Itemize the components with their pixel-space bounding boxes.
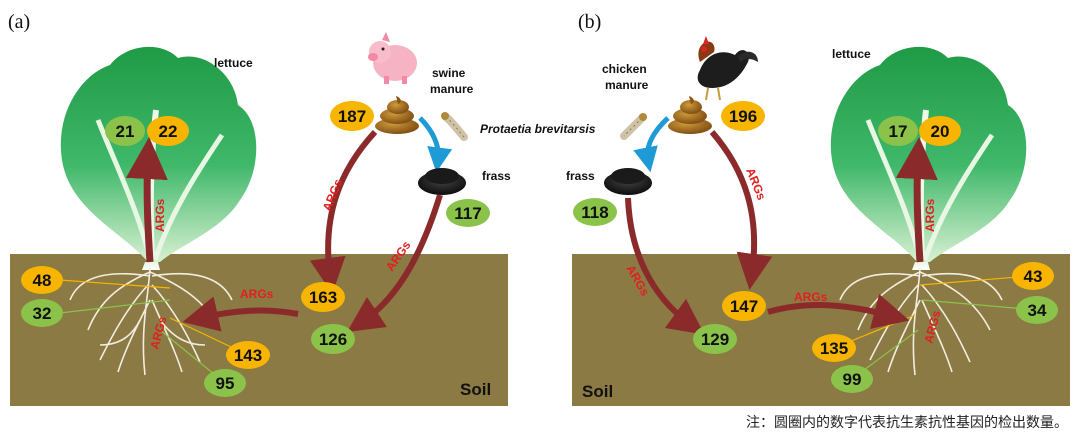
soil-block-a [10, 254, 508, 406]
root-right-orange-value-b: 43 [1024, 267, 1043, 286]
args-label-a2: ARGs [320, 177, 346, 213]
arrow-root-to-leaf-a [125, 137, 168, 263]
frass-value-b: 118 [581, 203, 608, 222]
soil-orange-count-b [722, 291, 766, 321]
panel-b-label: (b) [578, 11, 601, 33]
root-left-orange-value-a: 48 [33, 271, 52, 290]
root-right-orange-value-a: 143 [234, 346, 262, 365]
root-left-orange-count-a [21, 266, 63, 294]
plant-label-a: lettuce [214, 56, 253, 70]
arrow-soil-to-roots-a [182, 296, 299, 332]
manure-pile-icon [375, 96, 419, 134]
soil-green-count-b [693, 324, 737, 354]
root-right-green-count-a [204, 369, 246, 397]
root-right-green-value-b: 34 [1028, 301, 1047, 320]
args-label-a1: ARGs [153, 198, 167, 232]
manure-label-b-line1: chicken [602, 62, 647, 76]
soil-label-b: Soil [582, 382, 613, 401]
soil-label-a: Soil [460, 380, 491, 399]
args-label-b1: ARGs [923, 198, 937, 232]
soil-orange-value-a: 163 [309, 288, 337, 307]
rooster-icon [697, 36, 758, 101]
lettuce-icon [830, 46, 1027, 270]
manure-label-b-line2: manure [605, 78, 649, 92]
blue-arrow-b [633, 116, 670, 173]
soil-green-value-b: 129 [701, 330, 729, 349]
manure-count-b [721, 101, 765, 131]
blue-arrow-a [418, 116, 453, 173]
footnote: 注：圆圈内的数字代表抗生素抗性基因的检出数量。 [746, 415, 1068, 431]
plant-label-b: lettuce [832, 47, 871, 61]
soil-green-count-a [311, 324, 355, 354]
frass-pile-icon [604, 168, 652, 195]
larva-icon [441, 112, 468, 141]
leaf-orange-count-b [919, 116, 961, 146]
arrow-frass-to-soil-a [347, 194, 443, 332]
args-label-a4: ARGs [240, 287, 274, 301]
root-left-orange-count-b [812, 334, 856, 362]
root-left-green-count-b [831, 365, 873, 393]
frass-pile-icon [418, 168, 466, 195]
arrow-manure-to-soil-a [309, 129, 378, 294]
root-left-green-value-a: 32 [33, 304, 52, 323]
manure-value-b: 196 [729, 107, 757, 126]
manure-label-a-line1: swine [432, 66, 466, 80]
root-right-green-value-a: 95 [216, 374, 235, 393]
soil-green-value-a: 126 [319, 330, 347, 349]
larva-icon [620, 113, 647, 140]
pig-icon [368, 32, 417, 84]
arrow-soil-to-roots-b [767, 294, 910, 329]
leaf-green-value-a: 21 [116, 122, 135, 141]
panel-b: (b) Soil lettuce [566, 11, 1070, 406]
panel-a-label: (a) [8, 11, 30, 33]
arrow-root-to-leaf-b [895, 137, 938, 263]
leaf-green-value-b: 17 [889, 122, 908, 141]
root-left-green-value-b: 99 [843, 370, 862, 389]
soil-orange-count-a [301, 282, 345, 312]
root-left-orange-value-b: 135 [820, 339, 848, 358]
lettuce-icon [60, 46, 257, 270]
insect-label: Protaetia brevitarsis [480, 122, 596, 136]
leaf-orange-count-a [147, 116, 189, 146]
frass-label-a: frass [482, 169, 511, 183]
frass-label-b: frass [566, 169, 595, 183]
root-right-green-count-b [1016, 296, 1058, 324]
root-right-orange-count-b [1012, 262, 1054, 290]
roots-icon [69, 267, 233, 376]
root-left-green-count-a [21, 299, 63, 327]
root-right-orange-count-a [226, 341, 270, 369]
leaf-green-count-a [105, 116, 145, 146]
args-label-b4: ARGs [794, 290, 828, 304]
frass-count-b [573, 198, 617, 226]
arrow-frass-to-soil-b [625, 197, 705, 335]
panel-a: (a) Soil lettuce [8, 11, 596, 406]
arrow-manure-to-soil-b [709, 130, 773, 290]
leaf-orange-value-a: 22 [159, 122, 178, 141]
frass-value-a: 117 [454, 204, 481, 223]
leaf-green-count-b [878, 116, 918, 146]
manure-label-a-line2: manure [430, 82, 474, 96]
soil-orange-value-b: 147 [730, 297, 758, 316]
manure-count-a [330, 101, 374, 131]
leaf-orange-value-b: 20 [931, 122, 950, 141]
frass-count-a [446, 199, 490, 227]
manure-value-a: 187 [338, 107, 366, 126]
manure-pile-icon [668, 96, 712, 134]
